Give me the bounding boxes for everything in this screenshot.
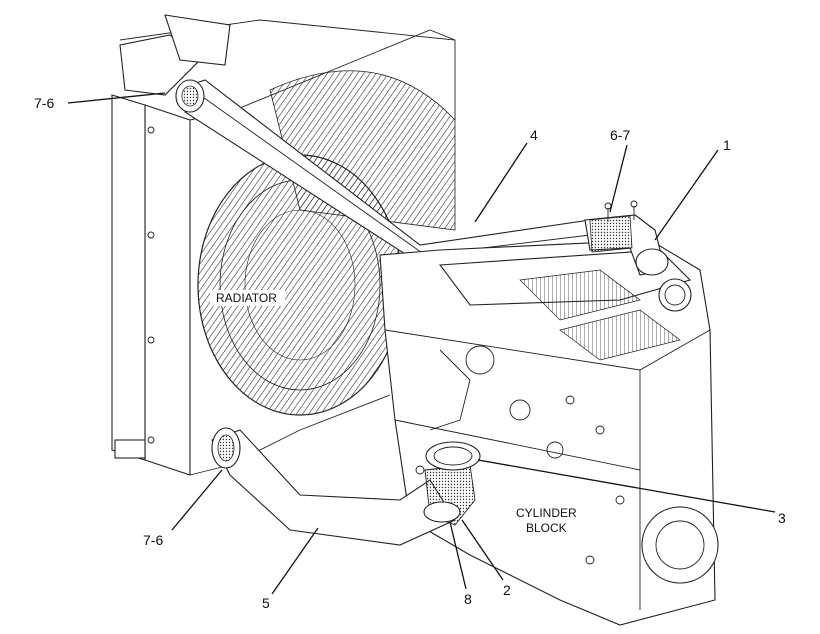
cylinder-block-label-line2: BLOCK <box>526 521 567 535</box>
upper-elbow-and-clamp <box>584 200 669 276</box>
callout-7-6-bottom: 7-6 <box>143 532 163 548</box>
radiator-label: RADIATOR <box>216 291 277 305</box>
lower-elbow <box>423 441 481 526</box>
callout-2: 2 <box>503 582 511 598</box>
callout-4: 4 <box>530 127 538 143</box>
callout-5: 5 <box>262 595 270 611</box>
callout-1: 1 <box>723 137 731 153</box>
cylinder-block-label-line1: CYLINDER <box>516 506 577 520</box>
radiator-frame <box>111 14 456 476</box>
leader-lines <box>67 92 776 595</box>
radiator-fan <box>197 154 403 416</box>
callout-6-7: 6-7 <box>610 127 630 143</box>
engine-block <box>379 239 719 626</box>
callout-7-6-top: 7-6 <box>34 95 54 111</box>
callout-8: 8 <box>464 591 472 607</box>
callout-3: 3 <box>778 510 786 526</box>
